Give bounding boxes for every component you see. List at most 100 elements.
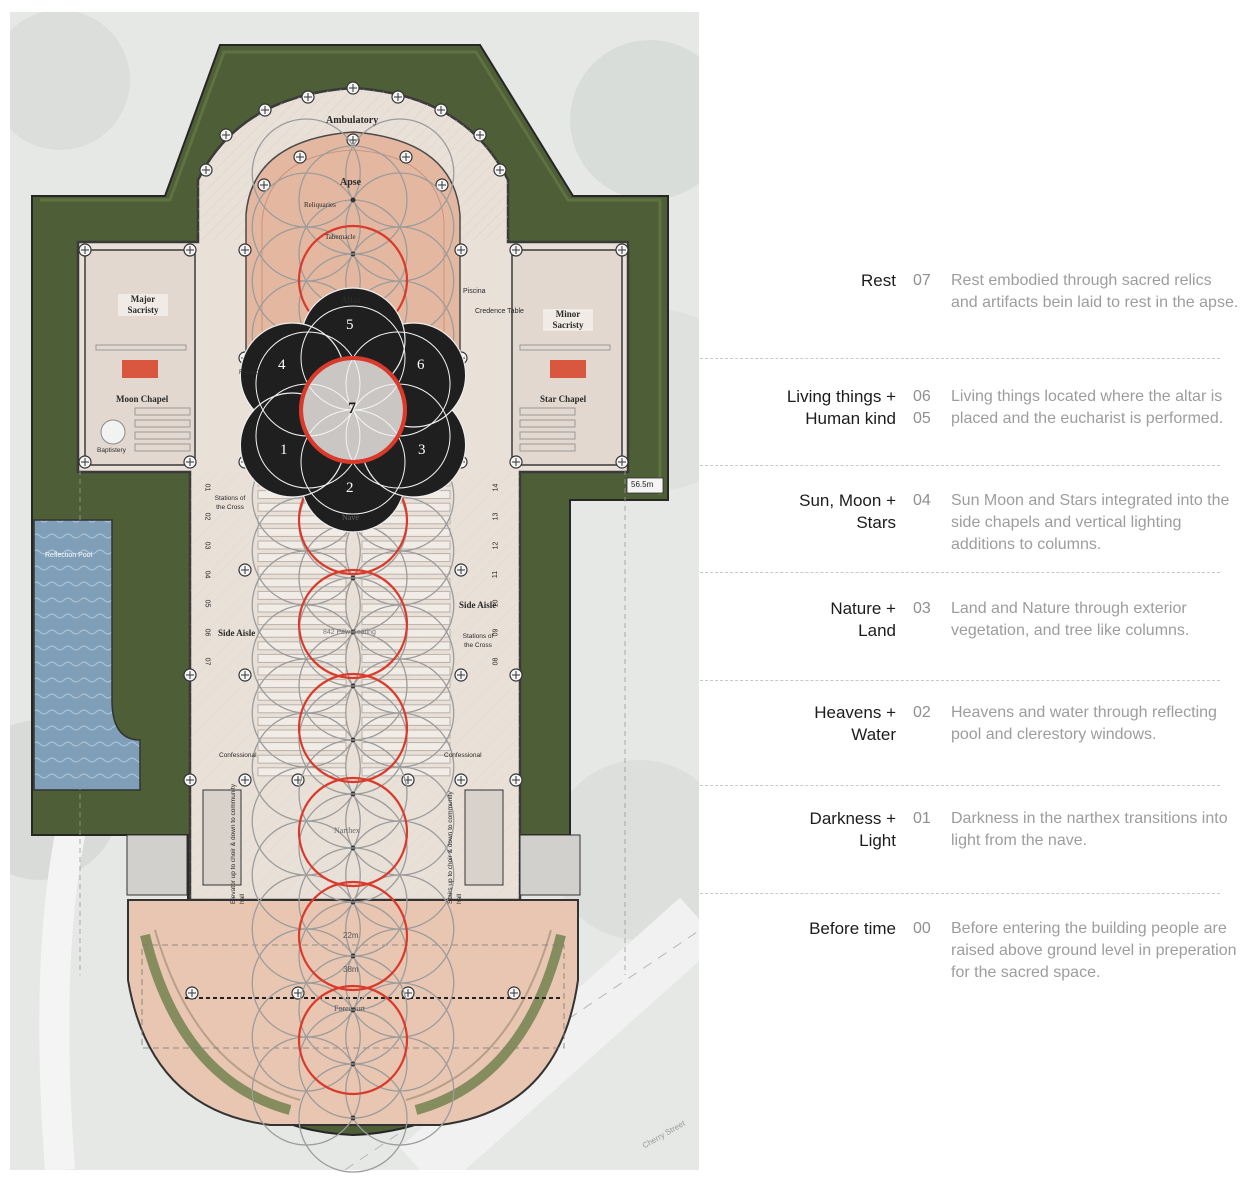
column-cross [241,671,249,679]
label-confessional-right: Confessional [444,752,482,759]
seed-number-7: 7 [348,400,356,417]
column-cross [402,153,410,161]
label-raised: Raised [239,369,260,376]
legend-title: Nature + Land [830,599,896,640]
column-cross [512,458,520,466]
legend-description: Sun Moon and Stars integrated into the s… [951,492,1230,553]
label-baptistery: Baptistery [97,447,126,454]
label-narthex: Narthex [334,826,360,835]
pew [257,691,347,701]
legend-divider [700,893,1220,894]
red-circle [297,568,409,680]
label-side-aisle-right: Side Aisle [459,600,497,610]
column-cross [618,246,626,254]
column-cross [496,166,504,174]
pew [361,540,451,550]
legend-divider [700,465,1220,466]
left-stair-core [202,789,242,886]
station-number: 12 [492,541,500,550]
label-nave: Nave [342,513,359,522]
column-cross [81,246,89,254]
station-number: 09 [492,628,500,637]
column-cross [457,566,465,574]
moon-chapel-altar [122,360,158,378]
legend-title: Sun, Moon + Stars [799,491,896,532]
label-moon-chapel: Moon Chapel [116,394,169,404]
column-cross [81,458,89,466]
column-cross [294,989,302,997]
legend-number: 03 [913,600,931,617]
label-minor-sacristy: Minor Sacristy [543,309,593,331]
station-number: 03 [203,541,211,550]
label-width-inner: 22m [343,931,359,940]
label-star-chapel: Star Chapel [540,394,587,404]
seed-number-1: 1 [280,442,288,458]
grid-circle [345,118,455,228]
column-cross [404,989,412,997]
legend-description: Rest embodied through sacred relics and … [951,272,1239,311]
label-forecourt: Forecourt [334,1004,366,1013]
legend-title: Heavens + Water [814,703,896,744]
label-major-sacristy: Major Sacristy [118,294,168,316]
chapel-pews [95,344,611,452]
grid-circle [251,118,361,228]
red-circle [297,880,409,992]
station-number: 02 [203,512,211,521]
label-piscina: Piscina [463,288,486,295]
pew [361,704,451,714]
legend-number: 01 [913,810,931,827]
label-length-dimension: 56.5m [631,480,654,489]
columns [78,81,629,1000]
pew [257,679,347,689]
red-circle [297,984,409,1096]
pew [361,553,451,563]
pew [257,578,347,588]
legend-number: 04 [913,492,931,509]
red-circle [297,776,409,888]
reflection-pool [33,519,141,791]
legend-description: Before entering the building people are … [951,920,1237,981]
station-number: 11 [492,570,500,579]
legend-number: 02 [913,704,931,721]
seed-number-4: 4 [278,357,286,373]
column-cross [618,458,626,466]
label-confessional-left: Confessional [219,752,257,759]
station-number: 05 [203,599,211,608]
station-number: 06 [203,628,211,637]
legend-description: Heavens and water through reflecting poo… [951,704,1217,743]
legend-title: Living things + Human kind [786,387,896,428]
seed-number-3: 3 [418,442,426,458]
column-cross [510,989,518,997]
pew [361,590,451,600]
column-cross [476,131,484,139]
label-pew-seating: 842 Pew Seating [323,629,376,636]
apse [245,131,461,351]
column-cross [512,246,520,254]
station-number: 08 [492,657,500,666]
pew [257,729,347,739]
label-width-outer: 38m [343,965,359,974]
label-altar: Altar [341,295,362,305]
label-reflection-pool: Reflection Pool [45,552,93,559]
station-number: 07 [203,657,211,666]
center-ring [299,356,407,464]
column-cross [186,671,194,679]
seed-number-2: 2 [346,480,354,496]
dimension-box [626,477,664,494]
grid-node [350,197,356,203]
pew [361,754,451,764]
column-cross [394,93,402,101]
label-apse: Apse [340,177,362,188]
label-ambulatory: Ambulatory [326,115,379,126]
pew [257,616,347,626]
legend-title: Rest [861,271,896,290]
legend-row: Heavens + Water 02 Heavens and water throu… [700,702,1246,812]
legend-divider [700,358,1220,359]
column-cross [260,181,268,189]
label-reliquaries: Reliquaries [304,201,336,209]
right-ramp [519,834,581,896]
